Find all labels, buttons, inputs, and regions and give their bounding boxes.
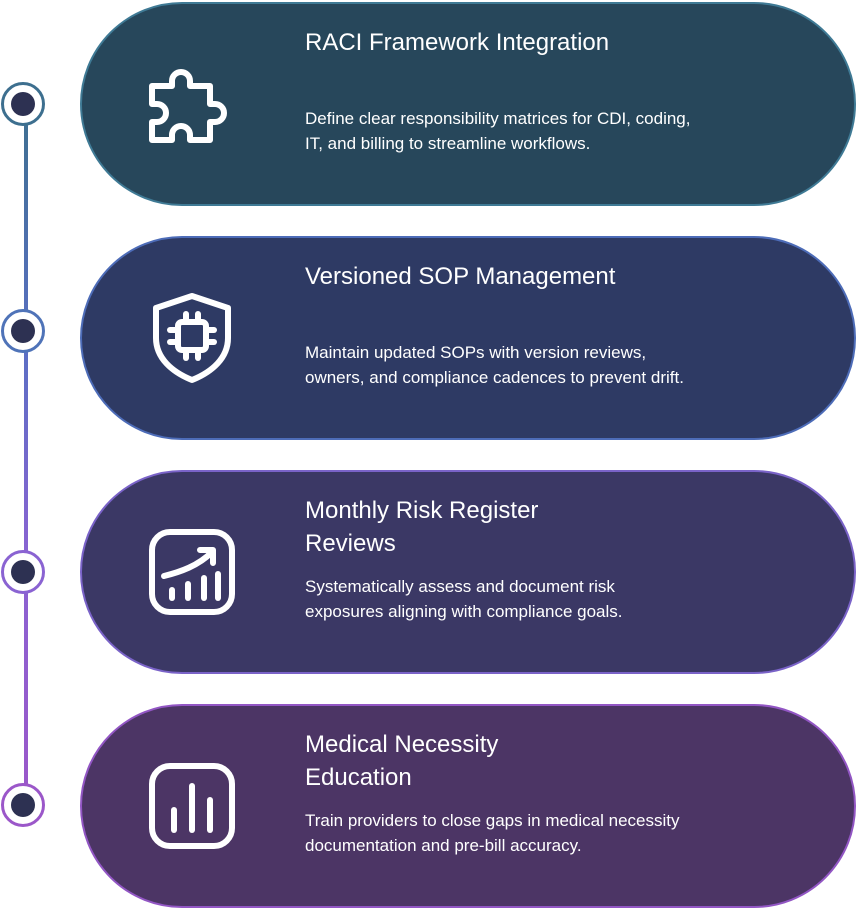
step-title: Versioned SOP Management xyxy=(305,263,616,290)
step-description: Maintain updated SOPs with version revie… xyxy=(305,343,684,387)
step-title: Medical Necessity Education xyxy=(305,731,499,791)
bar-chart-icon xyxy=(142,756,242,856)
timeline-node-dot xyxy=(11,560,35,584)
step-description: Define clear responsibility matrices for… xyxy=(305,109,691,153)
timeline-node-dot xyxy=(11,793,35,817)
step-description: Systematically assess and document risk … xyxy=(305,577,623,621)
step-card-medical: Medical Necessity Education Train provid… xyxy=(80,704,856,908)
step-description: Train providers to close gaps in medical… xyxy=(305,811,680,855)
step-card-raci: RACI Framework Integration Define clear … xyxy=(80,2,856,206)
timeline-node-2 xyxy=(1,309,45,353)
timeline-node-1 xyxy=(1,82,45,126)
step-title: Monthly Risk Register Reviews xyxy=(305,497,539,557)
step-card-risk: Monthly Risk Register Reviews Systematic… xyxy=(80,470,856,674)
trending-chart-icon xyxy=(142,522,242,622)
puzzle-icon xyxy=(142,54,242,154)
step-title: RACI Framework Integration xyxy=(305,29,610,56)
timeline-node-3 xyxy=(1,550,45,594)
shield-chip-icon xyxy=(142,288,242,388)
timeline-node-4 xyxy=(1,783,45,827)
timeline-node-dot xyxy=(11,319,35,343)
timeline-node-dot xyxy=(11,92,35,116)
timeline-line xyxy=(24,104,28,804)
step-card-sop: Versioned SOP Management Maintain update… xyxy=(80,236,856,440)
